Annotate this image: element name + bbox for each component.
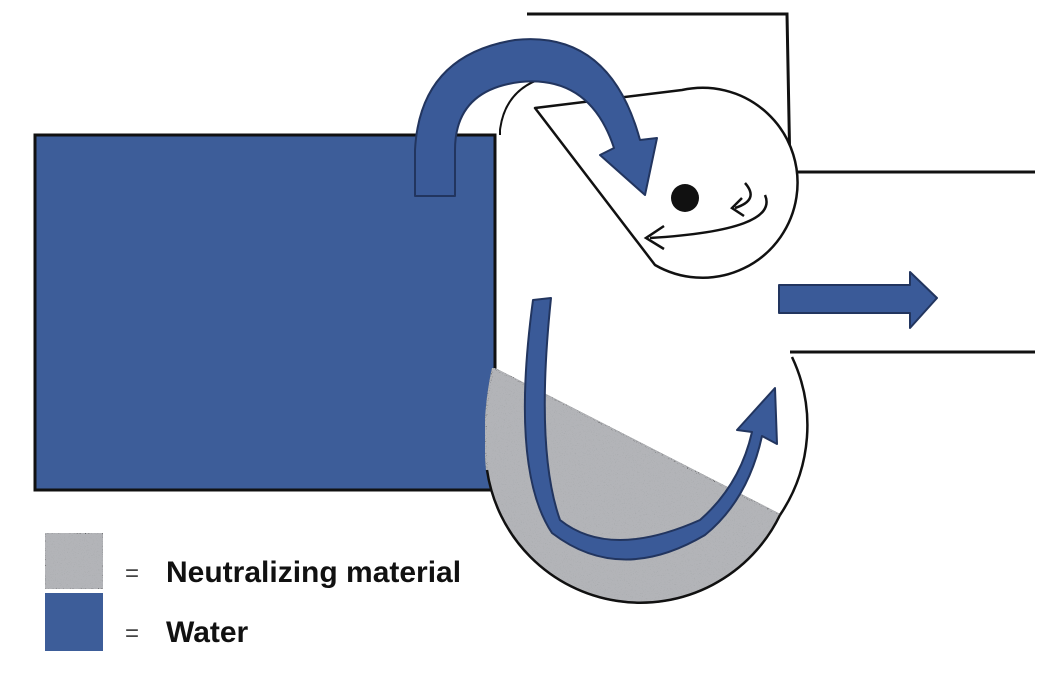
swirl-arrow-inner <box>734 182 752 210</box>
legend-equals-neutralizing: = <box>125 560 139 587</box>
upper-vortex-chamber <box>533 86 799 279</box>
legend-swatch-neutralizing-material <box>44 532 104 590</box>
overflow-arrow <box>414 38 658 197</box>
legend: = Neutralizing material = Water <box>44 532 461 651</box>
outlet-channel-top-wall <box>527 12 1035 174</box>
lower-chamber-outline <box>778 356 809 516</box>
legend-equals-water: = <box>125 620 139 647</box>
legend-label-neutralizing-material: Neutralizing material <box>166 556 461 589</box>
particle-dot <box>671 184 699 212</box>
swirl-arrowhead-outer <box>643 224 665 251</box>
lower-chamber-bottom-outline <box>485 469 782 604</box>
legend-label-water: Water <box>166 616 249 649</box>
swirl-arrow-outer <box>649 194 768 240</box>
swirl-arrowhead-inner <box>730 197 745 218</box>
neutralization-flow-arrow <box>523 297 778 561</box>
hook-flow-line <box>499 77 544 135</box>
legend-swatch-water <box>45 593 103 651</box>
outlet-flow-arrow <box>778 271 938 329</box>
